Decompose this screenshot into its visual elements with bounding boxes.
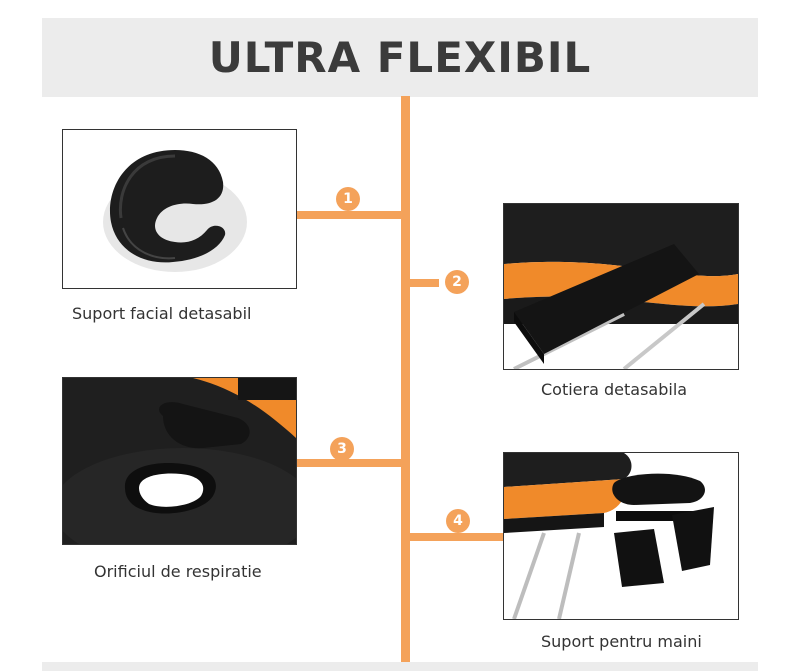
connector-3 (296, 459, 402, 467)
connector-4 (409, 533, 503, 541)
feature-number-badge-3: 3 (330, 437, 354, 461)
timeline-spine (401, 96, 410, 671)
feature-number-badge-2: 2 (445, 270, 469, 294)
title-banner: ULTRA FLEXIBIL (42, 18, 758, 97)
feature-number-badge-1: 1 (336, 187, 360, 211)
feature-caption-4: Suport pentru maini (541, 632, 702, 651)
connector-1 (296, 211, 402, 219)
armrest-image (503, 203, 739, 370)
connector-2 (409, 279, 439, 287)
feature-caption-1: Suport facial detasabil (72, 304, 252, 323)
armrest-illustration (504, 204, 738, 369)
face-cradle-image (62, 129, 297, 289)
bottom-band (42, 662, 758, 671)
feature-caption-3: Orificiul de respiratie (94, 562, 262, 581)
feature-number-badge-4: 4 (446, 509, 470, 533)
face-cradle-illustration (63, 130, 296, 288)
hand-rest-illustration (504, 453, 738, 619)
page-title: ULTRA FLEXIBIL (208, 33, 592, 82)
hand-rest-image (503, 452, 739, 620)
breathing-hole-image (62, 377, 297, 545)
feature-caption-2: Cotiera detasabila (541, 380, 688, 399)
breathing-hole-illustration (63, 378, 296, 544)
